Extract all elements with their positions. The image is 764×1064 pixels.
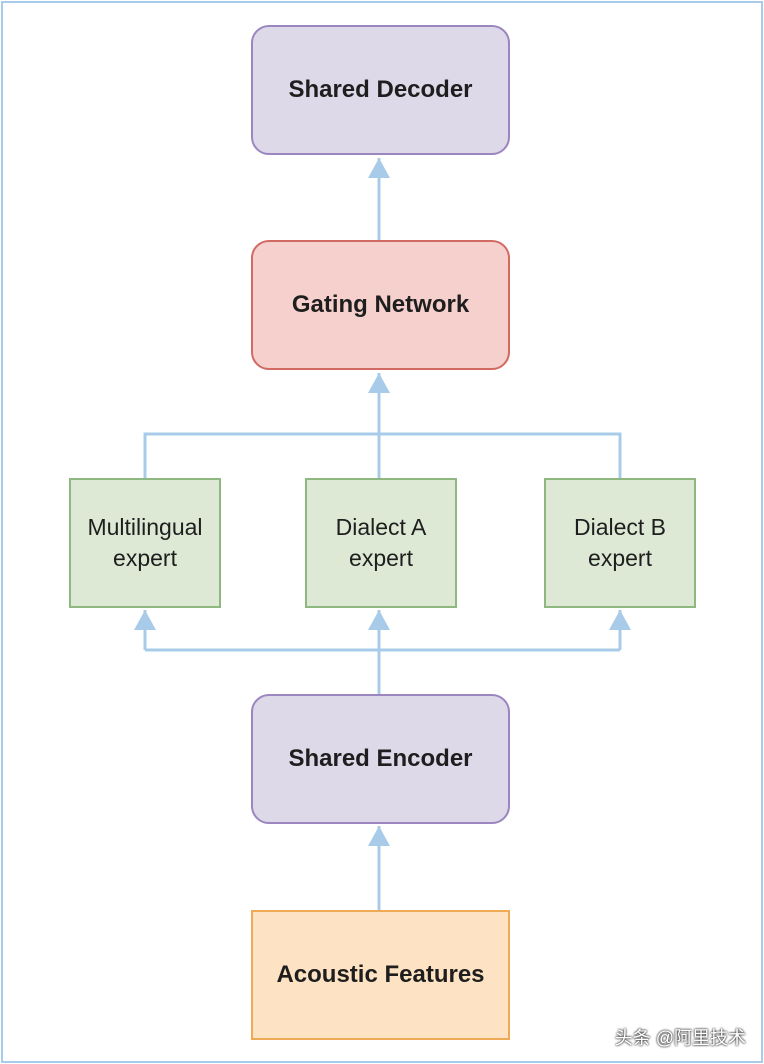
- dialect-b-expert-node: Dialect B expert: [544, 478, 696, 608]
- multilingual-expert-label: Multilingual expert: [87, 514, 203, 571]
- shared-encoder-label: Shared Encoder: [288, 745, 473, 772]
- shared-decoder-node: Shared Decoder: [251, 25, 510, 155]
- gating-network-node: Gating Network: [251, 240, 510, 370]
- dialect-a-expert-label: Dialect A expert: [335, 514, 427, 571]
- acoustic-features-node: Acoustic Features: [251, 910, 510, 1040]
- dialect-b-expert-label: Dialect B expert: [573, 514, 667, 571]
- dialect-a-expert-node: Dialect A expert: [305, 478, 457, 608]
- shared-encoder-node: Shared Encoder: [251, 694, 510, 824]
- shared-decoder-label: Shared Decoder: [288, 76, 473, 103]
- watermark: 头条 @阿里技术: [614, 1028, 746, 1048]
- multilingual-expert-node: Multilingual expert: [69, 478, 221, 608]
- acoustic-features-label: Acoustic Features: [276, 961, 485, 988]
- gating-network-label: Gating Network: [291, 291, 470, 318]
